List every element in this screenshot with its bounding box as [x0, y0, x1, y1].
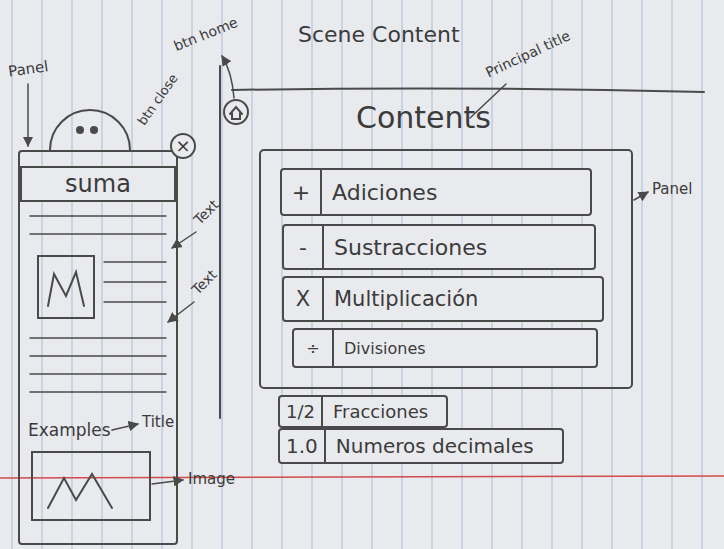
- operation-symbol: +: [282, 170, 322, 214]
- menu-button: ÷Divisiones: [292, 328, 598, 368]
- operation-symbol: ÷: [294, 330, 334, 366]
- panel-callout: Panel: [7, 57, 50, 80]
- text-callout: Text: [190, 196, 221, 227]
- header-text: suma: [65, 170, 131, 198]
- menu-button: 1.0Numeros decimales: [278, 428, 564, 464]
- image-callout: Image: [188, 470, 235, 488]
- close-icon: ×: [175, 137, 190, 155]
- operation-symbol: X: [284, 278, 324, 320]
- button-label: Numeros decimales: [326, 434, 534, 458]
- menu-button: -Sustracciones: [282, 224, 596, 270]
- side-panel: Examples suma: [18, 150, 178, 545]
- button-label: Divisiones: [334, 339, 426, 358]
- scene-title: Scene Content: [298, 22, 460, 47]
- close-button: ×: [170, 133, 196, 159]
- operation-symbol: -: [284, 226, 324, 268]
- button-label: Multiplicación: [324, 287, 478, 311]
- button-label: Adiciones: [322, 180, 437, 205]
- operation-symbol: 1.0: [280, 430, 326, 462]
- panel-callout: Panel: [652, 180, 692, 198]
- button-callout: btn close: [134, 71, 180, 128]
- section-title: Examples: [28, 420, 111, 440]
- menu-button: XMultiplicación: [282, 276, 604, 322]
- button-callout: btn home: [171, 14, 239, 54]
- menu-button: 1/2Fracciones: [278, 395, 448, 428]
- principal-title: Contents: [356, 100, 491, 135]
- operation-symbol: 1/2: [280, 397, 323, 426]
- menu-button: +Adiciones: [280, 168, 592, 216]
- title-callout: Principal title: [483, 27, 573, 80]
- header-band: suma: [20, 166, 176, 202]
- title-callout: Title: [142, 413, 174, 431]
- button-label: Sustracciones: [324, 235, 487, 260]
- text-callout: Text: [188, 266, 219, 297]
- button-label: Fracciones: [323, 401, 428, 422]
